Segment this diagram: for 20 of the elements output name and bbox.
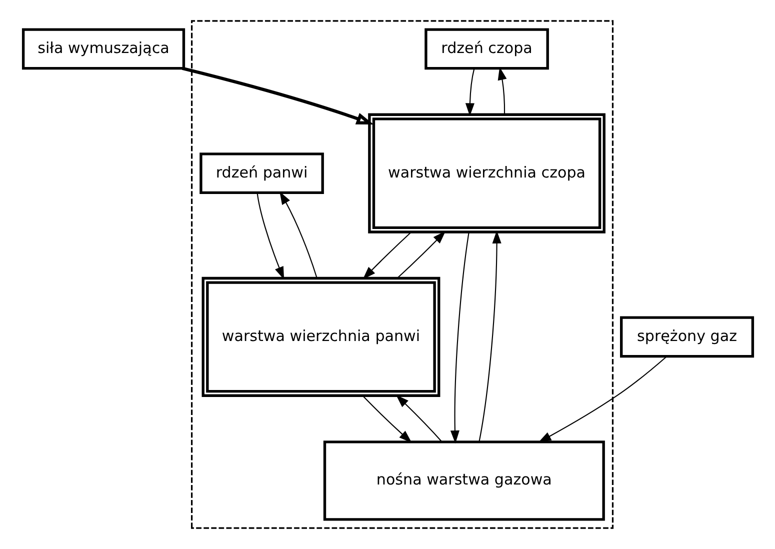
arrow xyxy=(478,230,501,442)
node-box: rdzeń panwi xyxy=(199,152,324,194)
node-box: warstwa wierzchnia panwi xyxy=(201,276,440,397)
arrow xyxy=(181,66,374,125)
node-box: siła wymuszająca xyxy=(21,28,185,70)
arrow xyxy=(464,68,474,116)
cluster xyxy=(190,20,614,529)
arrow xyxy=(362,396,412,443)
arrow xyxy=(538,356,667,442)
arrow xyxy=(256,192,284,280)
arrow xyxy=(497,67,506,115)
arrow xyxy=(396,231,446,279)
node-box: nośna warstwa gazowa xyxy=(322,440,604,521)
node-box: warstwa wierzchnia czopa xyxy=(368,113,605,234)
arrow xyxy=(279,192,317,278)
node-box: rdzeń czopa xyxy=(424,28,548,70)
arrow xyxy=(362,232,411,280)
node-box: sprężony gaz xyxy=(620,316,754,358)
arrow xyxy=(450,232,469,444)
arrow xyxy=(395,394,442,442)
